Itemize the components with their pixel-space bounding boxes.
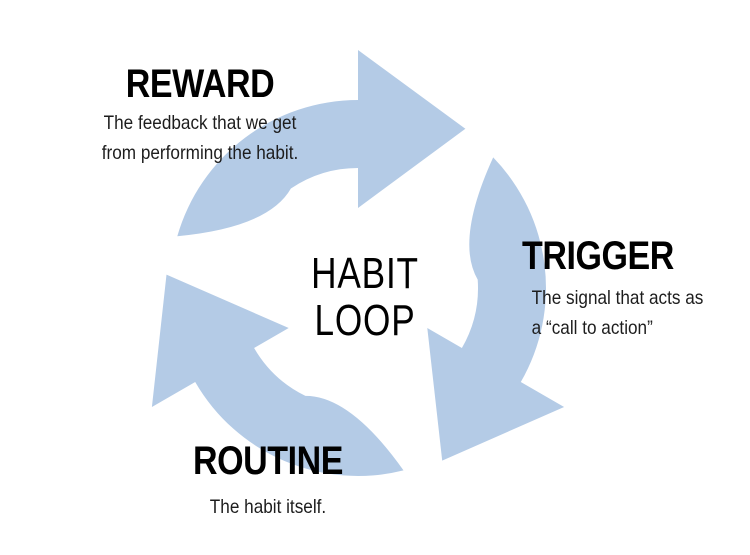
routine-description: The habit itself. [136,492,400,522]
reward-description-line2: from performing the habit. [101,142,299,164]
trigger-description: The signal that acts as a “call to actio… [522,283,724,343]
step-trigger: TRIGGER The signal that acts as a “call … [522,236,750,343]
cycle-arrow-top [177,50,466,237]
step-routine: ROUTINE The habit itself. [118,441,418,522]
routine-description-line1: The habit itself. [209,496,327,518]
trigger-title: TRIGGER [522,234,674,278]
cycle-arrow-bottom [151,274,404,476]
step-reward: REWARD The feedback that we get from per… [40,64,360,168]
center-title-line2: LOOP [314,296,416,345]
trigger-description-line1: The signal that acts as [531,287,704,309]
center-title-line1: HABIT [311,249,419,298]
reward-title: REWARD [125,62,275,106]
trigger-description-line2: a “call to action” [531,317,653,339]
reward-description: The feedback that we get from performing… [59,108,341,168]
reward-description-line1: The feedback that we get [103,112,297,134]
cycle-arrow-right [427,157,565,461]
center-title: HABIT LOOP [283,250,448,344]
routine-title: ROUTINE [192,439,344,483]
